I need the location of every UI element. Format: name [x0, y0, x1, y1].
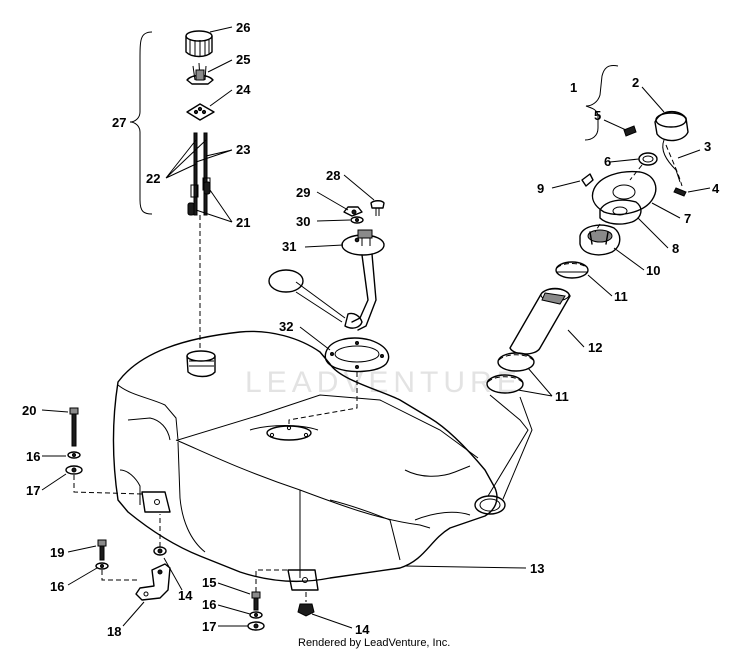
- clamp-11-lower[interactable]: [486, 352, 535, 394]
- callout-31: 31: [282, 239, 296, 254]
- callout-16-left: 16: [50, 579, 64, 594]
- rivet-5[interactable]: [623, 125, 637, 137]
- callout-27: 27: [112, 115, 126, 130]
- callout-2: 2: [632, 75, 639, 90]
- watermark-text: LEADVENTURE: [245, 366, 522, 399]
- callout-9: 9: [537, 181, 544, 196]
- bolt-20[interactable]: [69, 407, 79, 447]
- callout-26: 26: [236, 20, 250, 35]
- callout-17-upper: 17: [26, 483, 40, 498]
- fuel-tank[interactable]: [112, 330, 506, 591]
- callout-14-lower: 14: [355, 622, 370, 637]
- tether-3[interactable]: [665, 144, 687, 197]
- bracket-18[interactable]: [135, 563, 171, 601]
- bolt-15[interactable]: [251, 591, 261, 611]
- callout-21: 21: [236, 215, 250, 230]
- gasket-6[interactable]: [638, 152, 658, 166]
- callout-32: 32: [279, 319, 293, 334]
- grommet-14-left[interactable]: [153, 546, 167, 556]
- nut-29[interactable]: [343, 206, 363, 217]
- callout-29: 29: [296, 185, 310, 200]
- callout-4: 4: [712, 181, 720, 196]
- callout-5: 5: [594, 108, 601, 123]
- fuel-gauge-cap-26[interactable]: [185, 30, 213, 58]
- bolt-19[interactable]: [97, 539, 107, 561]
- gasket-32[interactable]: [324, 337, 390, 373]
- gasket-8[interactable]: [599, 199, 642, 225]
- callout-3: 3: [704, 139, 711, 154]
- sending-unit-31[interactable]: [268, 229, 385, 331]
- gasket-24[interactable]: [186, 103, 215, 121]
- washer-17-upper[interactable]: [65, 465, 83, 475]
- callout-10: 10: [646, 263, 660, 278]
- callout-30: 30: [296, 214, 310, 229]
- callout-6: 6: [604, 154, 611, 169]
- gauge-25[interactable]: [186, 62, 214, 85]
- callout-23: 23: [236, 142, 250, 157]
- callout-24: 24: [236, 82, 251, 97]
- callout-11-lower: 11: [555, 389, 569, 404]
- callout-13: 13: [530, 561, 544, 576]
- washer-30[interactable]: [350, 216, 364, 224]
- callout-14-left: 14: [178, 588, 193, 603]
- render-credit: Rendered by LeadVenture, Inc.: [298, 637, 451, 649]
- washer-17-lower[interactable]: [247, 621, 265, 631]
- callout-22: 22: [146, 171, 160, 186]
- screw-28[interactable]: [370, 200, 385, 216]
- fuel-cap-2[interactable]: [654, 111, 689, 183]
- callout-7: 7: [684, 211, 691, 226]
- bracket-27: [129, 31, 153, 215]
- filler-neck-10[interactable]: [579, 224, 621, 256]
- callout-18: 18: [107, 624, 121, 639]
- bezel-7[interactable]: [591, 170, 657, 216]
- callout-12: 12: [588, 340, 602, 355]
- callout-17-lower: 17: [202, 619, 216, 634]
- rods-22-23[interactable]: [190, 132, 211, 216]
- callout-labels: 26 25 24 27 23 22 21 28 29 30 31 32 1 2 …: [22, 20, 720, 639]
- lock-washer-16-left[interactable]: [95, 562, 109, 570]
- callout-1: 1: [570, 80, 577, 95]
- callout-11-upper: 11: [614, 289, 628, 304]
- callout-16-upper: 16: [26, 449, 40, 464]
- callout-25: 25: [236, 52, 250, 67]
- clamp-11-upper[interactable]: [555, 261, 589, 279]
- spacers-21[interactable]: [187, 181, 211, 216]
- callout-20: 20: [22, 403, 36, 418]
- lock-washer-16-upper[interactable]: [67, 451, 81, 459]
- bracket-1: [584, 65, 619, 141]
- hose-12[interactable]: [509, 287, 571, 355]
- callout-16-lower: 16: [202, 597, 216, 612]
- rivet-9[interactable]: [581, 173, 594, 187]
- callout-19: 19: [50, 545, 64, 560]
- leader-lines: [41, 26, 711, 629]
- callout-15: 15: [202, 575, 216, 590]
- lock-washer-16-lower[interactable]: [249, 611, 263, 619]
- callout-28: 28: [326, 168, 340, 183]
- callout-8: 8: [672, 241, 679, 256]
- grommet-14-lower[interactable]: [297, 603, 315, 617]
